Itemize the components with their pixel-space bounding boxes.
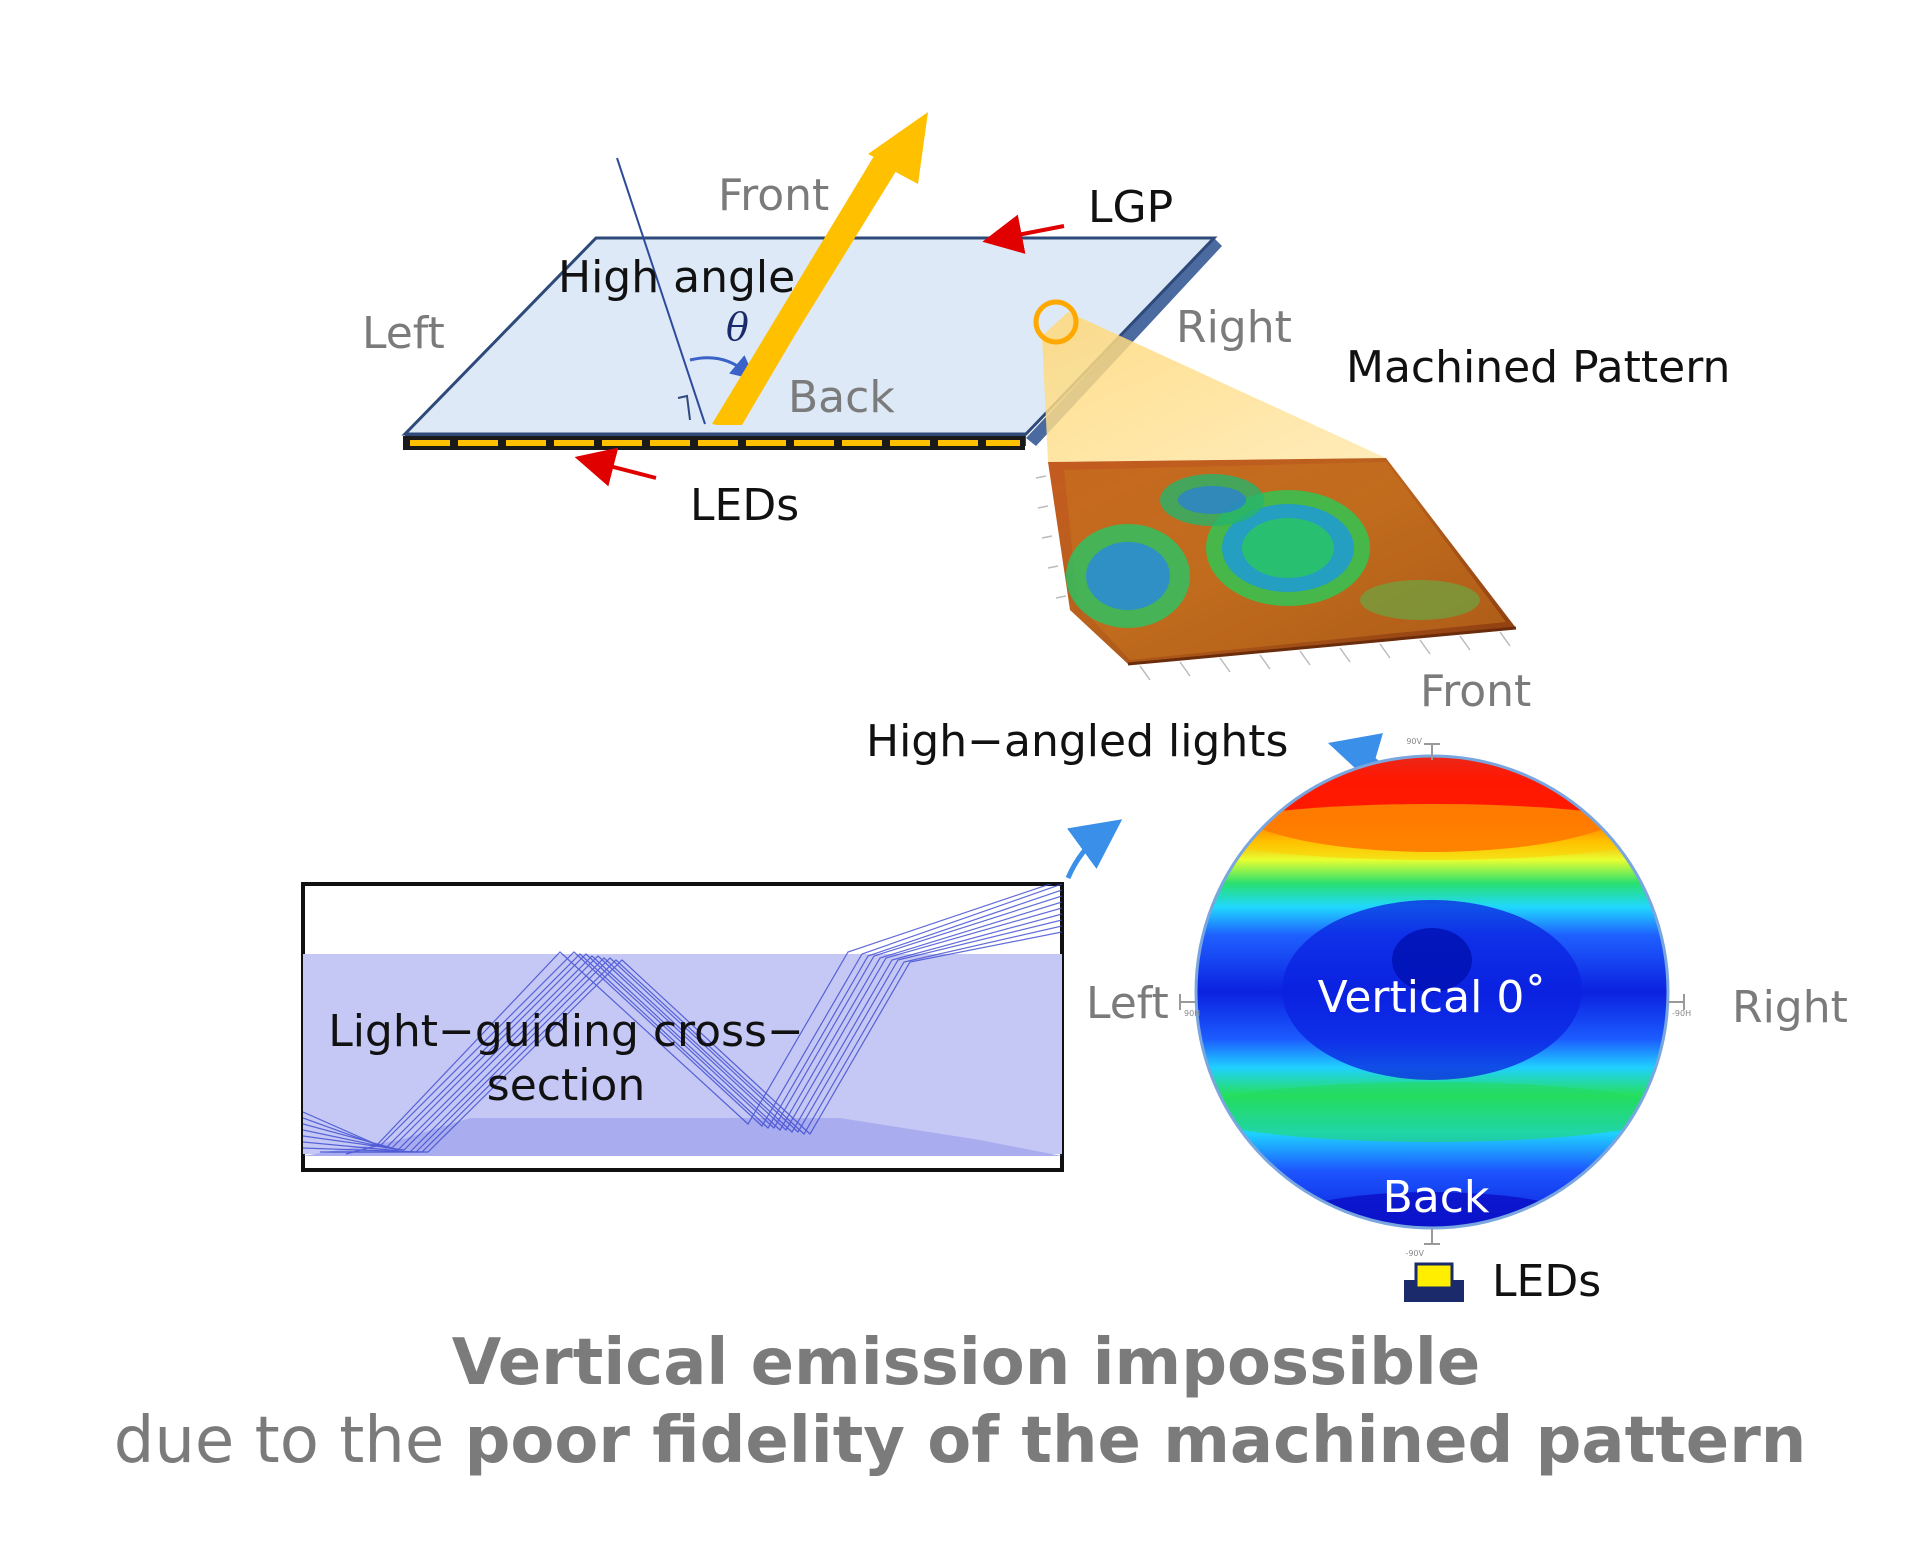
cross-section-label-line2: section	[487, 1060, 645, 1111]
caption-line2: due to the poor fidelity of the machined…	[114, 1404, 1807, 1478]
lgp-pointer-arrow	[982, 214, 1065, 254]
tick-top-label: 90V	[1406, 737, 1422, 746]
lgp-left-label: Left	[362, 308, 445, 359]
right-angle-mark	[677, 394, 691, 421]
polar-front-label: Front	[1420, 666, 1531, 717]
zoom-circle	[1033, 299, 1079, 345]
cross-section-label-line1: Light−guiding cross−	[328, 1006, 804, 1057]
lgp-label: LGP	[1088, 182, 1173, 233]
caption-line1: Vertical emission impossible	[452, 1326, 1481, 1400]
lgp-leds-label: LEDs	[690, 480, 799, 531]
polar-right-label: Right	[1732, 982, 1848, 1033]
led-icon	[1404, 1262, 1464, 1302]
leds-pointer-arrow	[574, 447, 657, 487]
polar-left-label: Left	[1086, 978, 1169, 1029]
caption-line2-bold: poor fidelity of the machined pattern	[465, 1404, 1807, 1478]
polar-leds-label: LEDs	[1492, 1256, 1601, 1307]
polar-center-label: Vertical 0˚	[1318, 972, 1547, 1023]
theta-label: θ	[726, 305, 749, 349]
tick-right-label: -90H	[1672, 1009, 1691, 1018]
tick-bottom-label: -90V	[1405, 1249, 1424, 1258]
normal-line	[616, 157, 706, 425]
tick-left-label: 90H	[1184, 1009, 1200, 1018]
zoom-cone	[1042, 312, 1386, 462]
high-angled-arrow	[1065, 819, 1123, 879]
high-angle-label: High angle	[558, 252, 795, 303]
emission-arrow	[712, 112, 928, 425]
machined-pattern-surface	[1035, 458, 1517, 681]
caption-line2-plain: due to the	[114, 1404, 465, 1478]
theta-arc	[689, 355, 756, 380]
lgp-back-label: Back	[788, 372, 895, 423]
cross-section-box	[301, 882, 1064, 1172]
polar-back-label: Back	[1383, 1172, 1490, 1223]
machined-pattern-label: Machined Pattern	[1346, 342, 1730, 393]
led-strip	[410, 440, 1020, 446]
lgp-right-label: Right	[1176, 302, 1292, 353]
lgp-front-label: Front	[718, 170, 829, 221]
high-angled-lights-label: High−angled lights	[866, 716, 1288, 767]
